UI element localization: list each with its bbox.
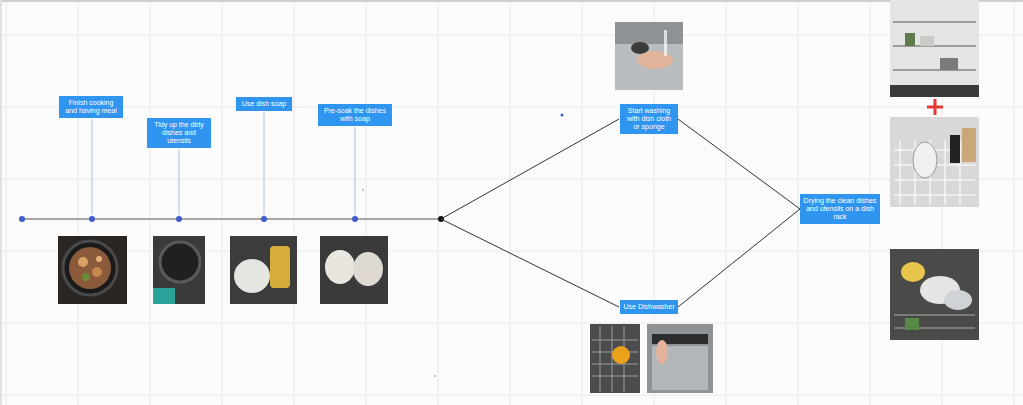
shelf	[893, 22, 976, 70]
pan	[160, 242, 200, 282]
item	[940, 58, 958, 70]
step-text: Start washing with dish cloth or sponge	[623, 107, 675, 132]
leader-line	[92, 119, 93, 215]
photo-frame	[320, 236, 388, 304]
step-text: Finish cooking and having meal	[62, 99, 120, 116]
photo-frame	[890, 117, 979, 207]
cup	[950, 135, 960, 163]
step-text: Use Dishwasher	[623, 303, 675, 311]
food	[82, 273, 90, 281]
step-text: Pre-soak the dishes with soap	[321, 107, 389, 124]
food	[78, 257, 88, 267]
process-box: Drying the clean dishes and utensils on …	[800, 194, 880, 225]
plus-sign	[927, 99, 943, 115]
photo-frame	[230, 236, 297, 304]
photo-frame	[153, 236, 205, 304]
counter	[890, 85, 979, 97]
step-text: Use dish soap	[239, 100, 289, 108]
photo-frame	[590, 324, 640, 393]
process-box: Use Dishwasher	[620, 300, 678, 314]
photo-soap	[230, 236, 297, 304]
photo-washing	[615, 22, 683, 90]
pan	[63, 241, 117, 295]
timeline	[22, 218, 441, 219]
sink-wall	[615, 22, 683, 44]
plate	[612, 346, 630, 364]
process-box: Start washing with dish cloth or sponge	[620, 104, 678, 135]
photo-dishwasher-rack	[590, 324, 640, 393]
process-box: Finish cooking and having meal	[59, 96, 123, 119]
leader-line	[355, 127, 356, 215]
process-box: Tidy up the dirty dishes and utensils	[147, 118, 211, 149]
plate	[353, 252, 383, 286]
plate	[944, 290, 972, 310]
item	[920, 36, 934, 46]
hand	[637, 51, 673, 69]
timeline-dot	[89, 216, 95, 222]
step-text: Tidy up the dirty dishes and utensils	[150, 121, 208, 146]
cloth	[153, 288, 175, 304]
branch-line	[441, 119, 619, 219]
plate	[325, 250, 355, 284]
item	[905, 318, 919, 330]
process-box: Pre-soak the dishes with soap	[318, 104, 392, 127]
food	[69, 247, 111, 289]
process-box: Use dish soap	[236, 97, 292, 111]
food	[92, 267, 102, 277]
hand	[656, 340, 668, 364]
bowl	[901, 262, 925, 282]
timeline-dot	[352, 216, 358, 222]
stray-dot	[362, 189, 364, 191]
photo-frame	[890, 249, 979, 340]
flow-line	[678, 119, 800, 209]
timeline-dot	[176, 216, 182, 222]
plate	[913, 142, 937, 178]
photo-frame	[615, 22, 683, 90]
photo-frame	[890, 0, 979, 97]
plate	[234, 259, 270, 293]
cutting-board	[962, 128, 976, 162]
leader-line	[264, 112, 265, 215]
photo-shelves	[890, 0, 979, 97]
photo-frame	[647, 324, 713, 393]
plus-bar	[934, 99, 937, 115]
timeline-dot	[261, 216, 267, 222]
food	[96, 256, 102, 262]
stray-dot	[561, 114, 564, 117]
photo-dish-rack	[890, 117, 979, 207]
item	[905, 33, 915, 46]
flow-line	[678, 209, 800, 307]
photo-pan	[153, 236, 205, 304]
left-border	[0, 0, 2, 405]
photo-plates	[320, 236, 388, 304]
photo-cooking	[58, 236, 127, 304]
step-text: Drying the clean dishes and utensils on …	[803, 197, 877, 222]
rack-wire	[592, 326, 638, 392]
top-border	[0, 0, 1023, 2]
soap-bottle	[270, 246, 290, 288]
photo-dishwasher	[647, 324, 713, 393]
photo-dish-rack-full	[890, 249, 979, 340]
stray-dot	[434, 375, 436, 377]
photo-frame	[58, 236, 127, 304]
timeline-dot	[19, 216, 25, 222]
water	[664, 30, 667, 56]
branch-line	[441, 219, 619, 307]
leader-line	[179, 149, 180, 215]
